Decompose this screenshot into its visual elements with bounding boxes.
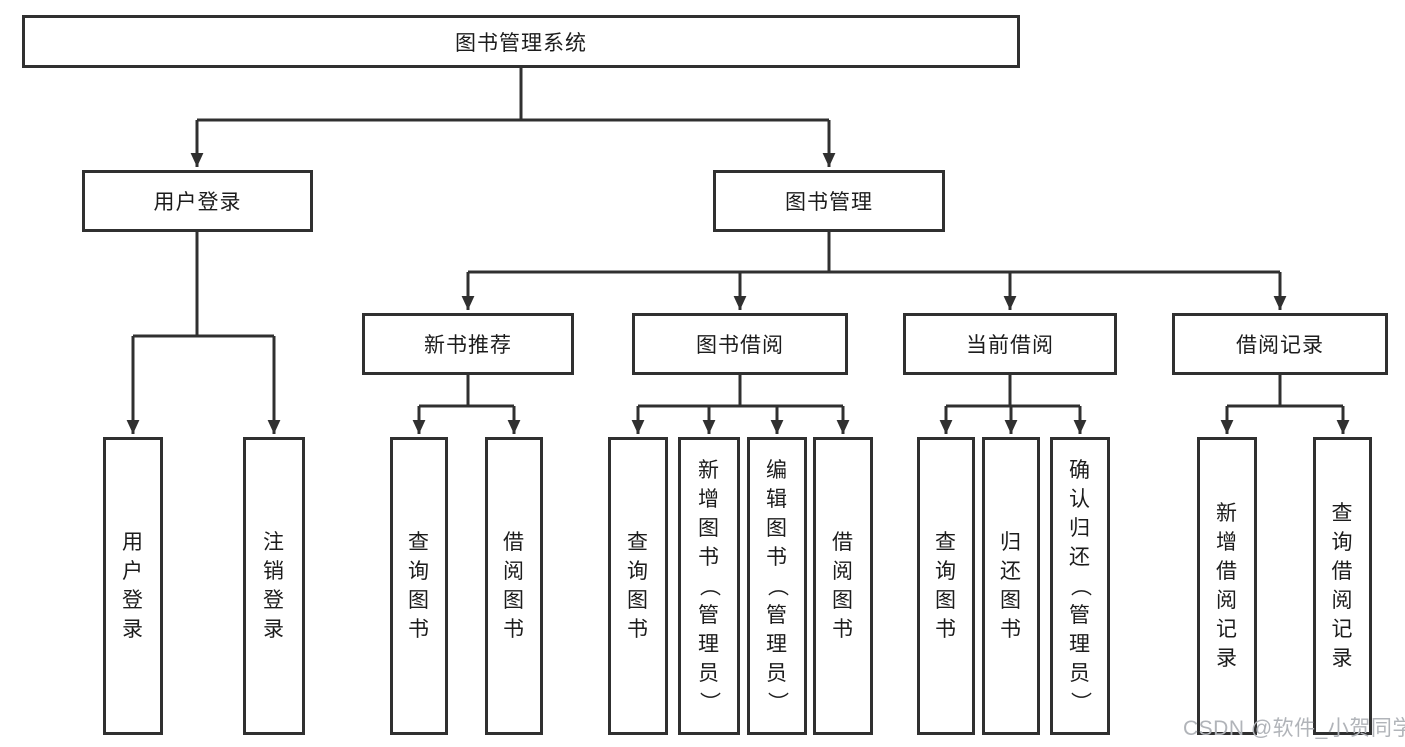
node-leaf-user-login: 用户登录 (103, 437, 163, 735)
node-leaf-query-borrow-record: 查询借阅记录 (1313, 437, 1372, 735)
node-leaf-return-book: 归还图书 (982, 437, 1040, 735)
node-label: 查询图书 (408, 531, 430, 641)
csdn-watermark: CSDN @软件_小贺同学 (1183, 717, 1405, 740)
node-user-login: 用户登录 (82, 170, 313, 232)
node-leaf-logout: 注销登录 (243, 437, 305, 735)
node-label: 图书管理 (785, 191, 873, 214)
node-current-borrow: 当前借阅 (903, 313, 1117, 375)
node-label: 查询图书 (935, 531, 957, 641)
node-leaf-edit-book-admin: 编辑图书（管理员） (747, 437, 807, 735)
node-leaf-recommend-query-book: 查询图书 (390, 437, 448, 735)
node-label: 新增图书（管理员） (697, 458, 721, 714)
node-label: 归还图书 (1000, 531, 1022, 641)
node-label: 查询图书 (627, 531, 649, 641)
node-new-book-recommend: 新书推荐 (362, 313, 574, 375)
node-root-library-system: 图书管理系统 (22, 15, 1020, 68)
node-label: 用户登录 (153, 191, 242, 214)
node-book-management: 图书管理 (713, 170, 945, 232)
node-label: 用户登录 (122, 531, 144, 641)
node-label: 借阅图书 (832, 531, 854, 641)
node-label: 图书借阅 (696, 334, 784, 357)
node-leaf-borrow-book: 借阅图书 (813, 437, 873, 735)
node-label: 借阅图书 (503, 531, 525, 641)
node-leaf-current-query-book: 查询图书 (917, 437, 975, 735)
node-label: 新书推荐 (424, 334, 512, 357)
node-label: 编辑图书（管理员） (765, 458, 789, 714)
node-leaf-add-borrow-record: 新增借阅记录 (1197, 437, 1257, 735)
node-leaf-borrow-query-book: 查询图书 (608, 437, 668, 735)
node-label: 当前借阅 (966, 334, 1054, 357)
node-label: 图书管理系统 (455, 31, 587, 55)
node-book-borrow: 图书借阅 (632, 313, 848, 375)
node-label: 查询借阅记录 (1331, 502, 1354, 670)
node-leaf-add-book-admin: 新增图书（管理员） (678, 437, 740, 735)
node-label: 新增借阅记录 (1216, 502, 1238, 670)
node-leaf-confirm-return-admin: 确认归还（管理员） (1050, 437, 1110, 735)
node-label: 借阅记录 (1236, 334, 1324, 357)
node-leaf-recommend-borrow-book: 借阅图书 (485, 437, 543, 735)
node-label: 确认归还（管理员） (1068, 458, 1092, 714)
node-label: 注销登录 (263, 531, 285, 641)
node-borrow-record: 借阅记录 (1172, 313, 1388, 375)
